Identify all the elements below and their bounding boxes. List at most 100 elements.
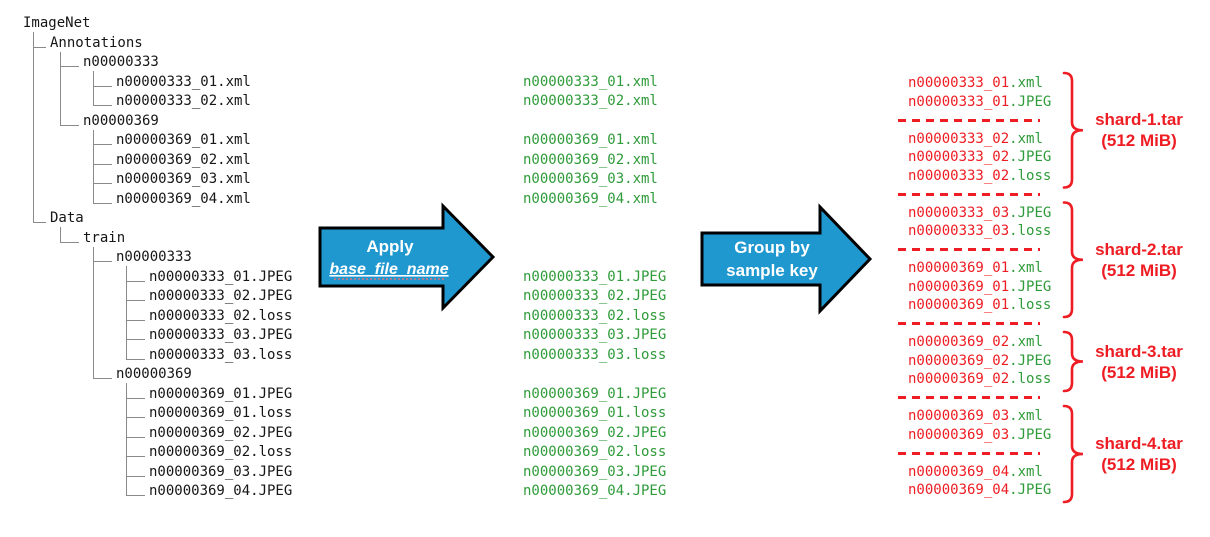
sample-key-base-name: n00000333_03 bbox=[908, 204, 1010, 221]
file-extension: .xml bbox=[1009, 260, 1043, 276]
tree-connector-line bbox=[126, 266, 127, 360]
flattened-file: n00000333_03.JPEG bbox=[523, 327, 667, 343]
shard-file: n00000369_01.xml bbox=[908, 258, 1043, 278]
group-arrow: Group by sample key bbox=[700, 203, 873, 315]
shard-label: shard-3.tar(512 MiB) bbox=[1074, 341, 1204, 383]
tree-connector-line bbox=[60, 51, 61, 126]
sample-key-base-name: n00000369_01 bbox=[908, 260, 1010, 276]
shard-file: n00000369_01.JPEG bbox=[908, 277, 1051, 297]
tree-node: n00000369_02.xml bbox=[116, 151, 251, 168]
flattened-file: n00000369_01.loss bbox=[523, 405, 667, 421]
sample-key-base-name: n00000333_02 bbox=[908, 130, 1010, 147]
tree-node: n00000333_02.xml bbox=[116, 93, 251, 109]
flattened-file: n00000369_04.JPEG bbox=[523, 483, 667, 499]
flattened-file: n00000333_01.JPEG bbox=[523, 268, 667, 285]
tree-connector-line bbox=[93, 163, 112, 165]
tree-connector-line bbox=[93, 71, 94, 106]
file-extension: .JPEG bbox=[1009, 352, 1052, 369]
sample-key-base-name: n00000369_02 bbox=[908, 371, 1010, 387]
shard-size: (512 MiB) bbox=[1101, 131, 1177, 151]
shard-file: n00000369_03.JPEG bbox=[908, 425, 1051, 445]
tree-connector-line bbox=[126, 280, 145, 282]
shard-file: n00000369_04.xml bbox=[908, 462, 1043, 482]
flattened-file: n00000333_02.xml bbox=[523, 93, 658, 109]
tree-connector-line bbox=[93, 261, 112, 262]
tree-connector-line bbox=[126, 319, 145, 321]
shard-file: n00000369_02.xml bbox=[908, 332, 1043, 352]
flattened-file: n00000333_02.loss bbox=[523, 307, 667, 324]
tree-connector-line bbox=[60, 241, 79, 243]
group-arrow-shape bbox=[700, 203, 873, 315]
tree-node: Annotations bbox=[50, 34, 143, 51]
sample-key-base-name: n00000369_01 bbox=[908, 297, 1010, 313]
tree-connector-line bbox=[126, 417, 145, 418]
flattened-file: n00000369_02.loss bbox=[523, 444, 667, 460]
file-extension: .JPEG bbox=[1009, 426, 1052, 443]
tree-node: n00000369_01.xml bbox=[116, 132, 251, 148]
shard-name: shard-1.tar bbox=[1095, 110, 1183, 130]
tree-connector-line bbox=[126, 397, 145, 399]
flattened-file: n00000369_04.xml bbox=[523, 190, 658, 207]
sample-key-base-name: n00000333_03 bbox=[908, 223, 1010, 239]
tree-node: n00000369 bbox=[116, 366, 192, 382]
tree-connector-line bbox=[126, 475, 145, 477]
tree-node: n00000369_01.JPEG bbox=[149, 385, 293, 402]
sample-key-base-name: n00000333_01 bbox=[908, 75, 1010, 91]
flattened-file: n00000369_02.JPEG bbox=[523, 424, 667, 441]
shard-label: shard-1.tar(512 MiB) bbox=[1074, 109, 1204, 151]
file-extension: .loss bbox=[1009, 167, 1052, 184]
tree-node: n00000333 bbox=[116, 249, 192, 265]
shard-file: n00000333_02.xml bbox=[908, 129, 1043, 149]
shard-size: (512 MiB) bbox=[1101, 455, 1177, 474]
sample-key-base-name: n00000369_01 bbox=[908, 278, 1010, 295]
apply-arrow-label-line1: Apply bbox=[366, 237, 414, 256]
tree-connector-line bbox=[33, 32, 34, 223]
file-extension: .JPEG bbox=[1009, 204, 1052, 221]
tree-node: n00000369_04.JPEG bbox=[149, 483, 293, 499]
shard-label: shard-4.tar(512 MiB) bbox=[1074, 433, 1204, 475]
tree-connector-line bbox=[126, 456, 145, 457]
tree-connector-line bbox=[126, 300, 145, 301]
tree-node: n00000333_02.loss bbox=[149, 307, 293, 324]
shard-file: n00000369_02.JPEG bbox=[908, 351, 1051, 371]
shard-file: n00000333_02.loss bbox=[908, 166, 1051, 186]
shard-file: n00000333_01.JPEG bbox=[908, 92, 1051, 112]
sample-key-base-name: n00000369_04 bbox=[908, 482, 1010, 498]
flattened-file: n00000333_03.loss bbox=[523, 346, 667, 363]
tree-node: n00000369 bbox=[83, 112, 159, 129]
group-separator-dashed-line bbox=[898, 118, 1040, 122]
file-extension: .loss bbox=[1009, 371, 1052, 387]
shard-size: (512 MiB) bbox=[1101, 260, 1177, 280]
group-separator-dashed-line bbox=[898, 322, 1040, 325]
sample-key-base-name: n00000369_03 bbox=[908, 408, 1010, 424]
flattened-file: n00000333_02.JPEG bbox=[523, 288, 667, 304]
group-separator-dashed-line bbox=[898, 396, 1040, 399]
shard-file: n00000369_01.loss bbox=[908, 295, 1051, 315]
sample-key-base-name: n00000369_04 bbox=[908, 463, 1010, 480]
file-extension: .xml bbox=[1009, 408, 1043, 424]
sample-key-base-name: n00000369_03 bbox=[908, 426, 1010, 443]
shard-name: shard-2.tar bbox=[1095, 239, 1183, 259]
shard-file: n00000333_02.JPEG bbox=[908, 147, 1051, 167]
file-extension: .xml bbox=[1009, 334, 1043, 350]
shard-file: n00000369_04.JPEG bbox=[908, 480, 1051, 500]
sample-key-base-name: n00000369_02 bbox=[908, 352, 1010, 369]
tree-connector-line bbox=[126, 383, 127, 496]
shard-name: shard-3.tar bbox=[1095, 341, 1183, 361]
tree-node: n00000333_03.loss bbox=[149, 346, 293, 363]
file-extension: .JPEG bbox=[1009, 149, 1052, 165]
file-extension: .JPEG bbox=[1009, 278, 1052, 295]
tree-node: n00000333_01.xml bbox=[116, 73, 251, 90]
sample-key-base-name: n00000369_02 bbox=[908, 334, 1010, 350]
group-separator-dashed-line bbox=[898, 451, 1040, 455]
file-extension: .JPEG bbox=[1009, 93, 1052, 110]
flattened-file: n00000369_02.xml bbox=[523, 151, 658, 168]
apply-arrow: Apply base_file_name bbox=[318, 202, 496, 312]
file-extension: .xml bbox=[1009, 463, 1043, 480]
file-extension: .loss bbox=[1009, 223, 1052, 239]
tree-connector-line bbox=[126, 436, 145, 438]
tree-node: n00000333_02.JPEG bbox=[149, 288, 293, 304]
shard-file: n00000333_03.loss bbox=[908, 221, 1051, 241]
tree-node: n00000369_04.xml bbox=[116, 190, 251, 207]
